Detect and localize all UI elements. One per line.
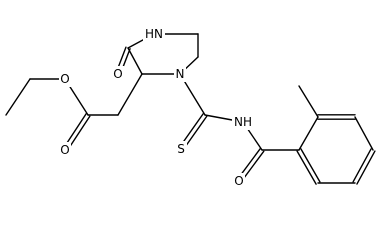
atom-thio-s: S (175, 141, 187, 157)
atom-n-ring-label: N (176, 67, 185, 81)
atom-layer: HN O N O O S NH O (59, 26, 254, 189)
bond-b1-b2 (298, 116, 319, 151)
bond-c2-c3 (127, 47, 143, 75)
atom-hn-ring: HN (143, 26, 165, 42)
bond-layer (5, 33, 376, 185)
atom-ester-carbonyl-o: O (59, 142, 71, 158)
atom-hn-ring-label: HN (145, 27, 163, 41)
atom-ester-o: O (59, 71, 71, 87)
bond-b4-b5-b (356, 150, 376, 185)
atom-ester-carbonyl-o-label: O (60, 143, 69, 157)
atom-n-ring: N (174, 66, 186, 82)
bond-b3-b4 (354, 116, 374, 151)
structure-canvas: HN O N O O S NH O (5, 26, 376, 189)
bond-et1-et2 (5, 78, 31, 116)
atom-ester-o-label: O (60, 72, 69, 86)
bond-b2-me (298, 85, 319, 118)
atom-amide-nh-label: NH (234, 115, 252, 129)
atom-amide-o: O (233, 173, 245, 189)
atom-amide-o-label: O (234, 174, 243, 188)
atom-thio-s-label: S (177, 142, 185, 156)
bond-b6-b1-a (300, 148, 321, 183)
bond-b6-b1-b (296, 150, 317, 185)
bond-b4-b5-a (352, 148, 372, 183)
atom-oxo-o: O (112, 66, 124, 82)
atom-amide-nh: NH (232, 114, 254, 130)
atom-oxo-o-label: O (113, 67, 122, 81)
bond-c2-ch2 (117, 73, 143, 116)
